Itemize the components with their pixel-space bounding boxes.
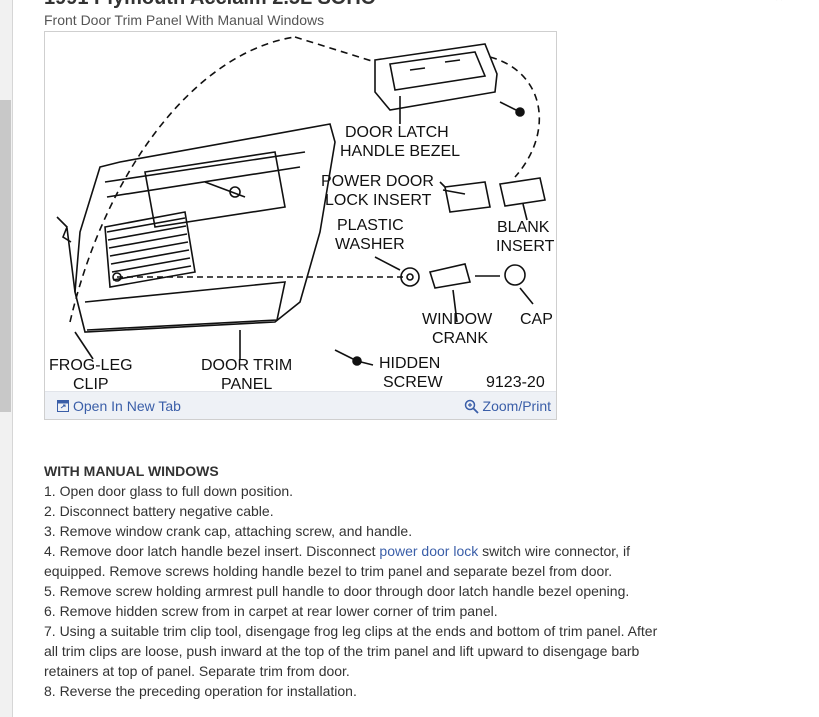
label-power-lock-insert-2: LOCK INSERT bbox=[325, 192, 432, 209]
open-in-new-tab-link[interactable]: Open In New Tab bbox=[57, 398, 181, 414]
zoom-in-icon bbox=[464, 399, 479, 414]
door-trim-diagram: DOOR LATCH HANDLE BEZEL POWER DOOR LOCK … bbox=[49, 36, 555, 392]
label-blank-insert-1: BLANK bbox=[497, 219, 550, 236]
figure-number: 9123-20 bbox=[486, 374, 545, 391]
label-blank-insert-2: INSERT bbox=[496, 238, 555, 255]
open-in-new-tab-icon bbox=[57, 400, 69, 412]
page-heading: 1991 Plymouth Acclaim 2.5L SOHC bbox=[44, 0, 375, 10]
label-hidden-screw-2: SCREW bbox=[383, 374, 443, 391]
label-window-crank-1: WINDOW bbox=[422, 311, 493, 328]
label-door-latch-bezel-2: HANDLE BEZEL bbox=[340, 143, 460, 160]
label-plastic-washer-1: PLASTIC bbox=[337, 217, 404, 234]
left-divider bbox=[12, 0, 13, 717]
step-6: 6. Remove hidden screw from in carpet at… bbox=[44, 603, 498, 619]
figure-caption: Front Door Trim Panel With Manual Window… bbox=[44, 12, 325, 28]
figure-footer: Open In New Tab Zoom/Print bbox=[45, 391, 556, 419]
label-door-trim-panel-1: DOOR TRIM bbox=[201, 357, 292, 374]
power-door-lock-link[interactable]: power door lock bbox=[379, 543, 479, 559]
step-5: 5. Remove screw holding armrest pull han… bbox=[44, 583, 630, 599]
chevron-up-icon[interactable]: ⌃ bbox=[773, 0, 785, 10]
label-hidden-screw-1: HIDDEN bbox=[379, 355, 440, 372]
figure-container: DOOR LATCH HANDLE BEZEL POWER DOOR LOCK … bbox=[44, 31, 557, 420]
scrollbar-thumb[interactable] bbox=[0, 100, 11, 412]
label-window-crank-2: CRANK bbox=[432, 330, 488, 347]
zoom-print-label: Zoom/Print bbox=[482, 398, 551, 414]
step-1: 1. Open door glass to full down position… bbox=[44, 483, 294, 499]
label-frog-leg-clip-1: FROG-LEG bbox=[49, 357, 133, 374]
step-4-text-after: switch wire connector, if equipped. Remo… bbox=[44, 543, 630, 579]
label-power-lock-insert-1: POWER DOOR bbox=[321, 173, 434, 190]
step-2: 2. Disconnect battery negative cable. bbox=[44, 503, 274, 519]
step-8: 8. Reverse the preceding operation for i… bbox=[44, 683, 357, 699]
zoom-print-link[interactable]: Zoom/Print bbox=[464, 398, 551, 414]
section-title: WITH MANUAL WINDOWS bbox=[44, 463, 219, 479]
label-cap: CAP bbox=[520, 311, 553, 328]
step-4: 4. Remove door latch handle bezel insert… bbox=[44, 541, 664, 581]
label-door-latch-bezel-1: DOOR LATCH bbox=[345, 124, 449, 141]
step-7: 7. Using a suitable trim clip tool, dise… bbox=[44, 623, 658, 679]
step-3: 3. Remove window crank cap, attaching sc… bbox=[44, 523, 413, 539]
label-door-trim-panel-2: PANEL bbox=[221, 376, 272, 392]
open-in-new-tab-label: Open In New Tab bbox=[73, 398, 181, 414]
step-4-text-before: 4. Remove door latch handle bezel insert… bbox=[44, 543, 380, 559]
label-plastic-washer-2: WASHER bbox=[335, 236, 405, 253]
label-frog-leg-clip-2: CLIP bbox=[73, 376, 109, 392]
instructions: WITH MANUAL WINDOWS 1. Open door glass t… bbox=[44, 461, 664, 701]
